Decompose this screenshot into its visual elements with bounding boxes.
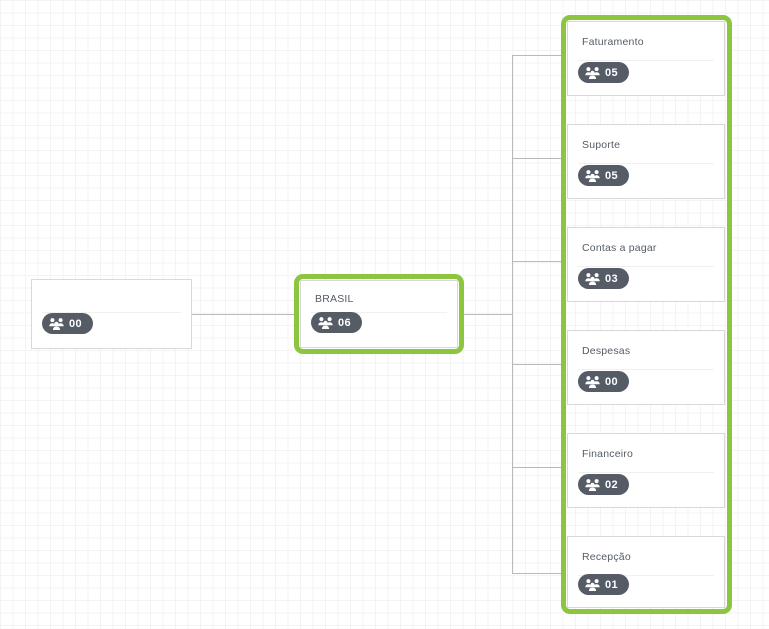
node-despesas-member-badge[interactable]: 00 — [578, 371, 630, 392]
node-financeiro[interactable]: Financeiro 02 — [567, 433, 725, 508]
node-suporte-member-count: 05 — [605, 169, 619, 182]
children-group-selection-outline — [561, 15, 732, 614]
node-faturamento-divider — [578, 60, 714, 61]
edge-trunk-to-faturamento — [512, 55, 564, 56]
people-icon — [318, 317, 333, 329]
node-financeiro-member-badge[interactable]: 02 — [578, 474, 630, 495]
node-contas-a-pagar-title: Contas a pagar — [582, 242, 657, 254]
people-icon — [49, 318, 64, 330]
people-icon — [585, 170, 600, 182]
node-recepcao-title: Recepção — [582, 551, 631, 563]
node-contas-a-pagar-member-badge[interactable]: 03 — [578, 268, 630, 289]
node-contas-a-pagar-divider — [578, 266, 714, 267]
node-root-member-count: 00 — [69, 317, 83, 330]
node-suporte[interactable]: Suporte 05 — [567, 124, 725, 199]
node-despesas-member-count: 00 — [605, 375, 619, 388]
node-root-divider — [42, 312, 181, 313]
edge-trunk-to-despesas — [512, 364, 564, 365]
edge-root-to-brasil — [192, 314, 295, 315]
node-despesas[interactable]: Despesas 00 — [567, 330, 725, 405]
node-recepcao-divider — [578, 575, 714, 576]
node-despesas-divider — [578, 369, 714, 370]
node-financeiro-member-count: 02 — [605, 478, 619, 491]
node-brasil-member-count: 06 — [338, 316, 352, 329]
node-brasil[interactable]: BRASIL 06 — [300, 280, 458, 348]
edge-trunk-to-recepcao — [512, 573, 564, 574]
people-icon — [585, 67, 600, 79]
node-brasil-member-badge[interactable]: 06 — [311, 312, 363, 333]
people-icon — [585, 579, 600, 591]
people-icon — [585, 376, 600, 388]
node-faturamento-member-count: 05 — [605, 66, 619, 79]
node-financeiro-divider — [578, 472, 714, 473]
node-faturamento[interactable]: Faturamento 05 — [567, 21, 725, 96]
node-recepcao-member-count: 01 — [605, 578, 619, 591]
node-contas-a-pagar[interactable]: Contas a pagar 03 — [567, 227, 725, 302]
node-brasil-title: BRASIL — [315, 293, 354, 305]
node-financeiro-title: Financeiro — [582, 448, 634, 460]
node-faturamento-title: Faturamento — [582, 36, 644, 48]
node-recepcao-member-badge[interactable]: 01 — [578, 574, 630, 595]
node-suporte-divider — [578, 163, 714, 164]
edge-trunk-to-contas-a-pagar — [512, 261, 564, 262]
node-despesas-title: Despesas — [582, 345, 631, 357]
node-root-member-badge[interactable]: 00 — [42, 313, 94, 334]
node-suporte-member-badge[interactable]: 05 — [578, 165, 630, 186]
node-brasil-divider — [311, 312, 447, 313]
edge-trunk-to-financeiro — [512, 467, 564, 468]
node-suporte-title: Suporte — [582, 139, 621, 151]
edge-trunk-to-suporte — [512, 158, 564, 159]
node-contas-a-pagar-member-count: 03 — [605, 272, 619, 285]
node-recepcao[interactable]: Recepção 01 — [567, 536, 725, 608]
node-faturamento-member-badge[interactable]: 05 — [578, 62, 630, 83]
edge-brasil-to-trunk — [463, 314, 513, 315]
people-icon — [585, 479, 600, 491]
node-root[interactable]: 00 — [31, 279, 192, 349]
people-icon — [585, 273, 600, 285]
edge-trunk-vertical — [512, 55, 513, 574]
